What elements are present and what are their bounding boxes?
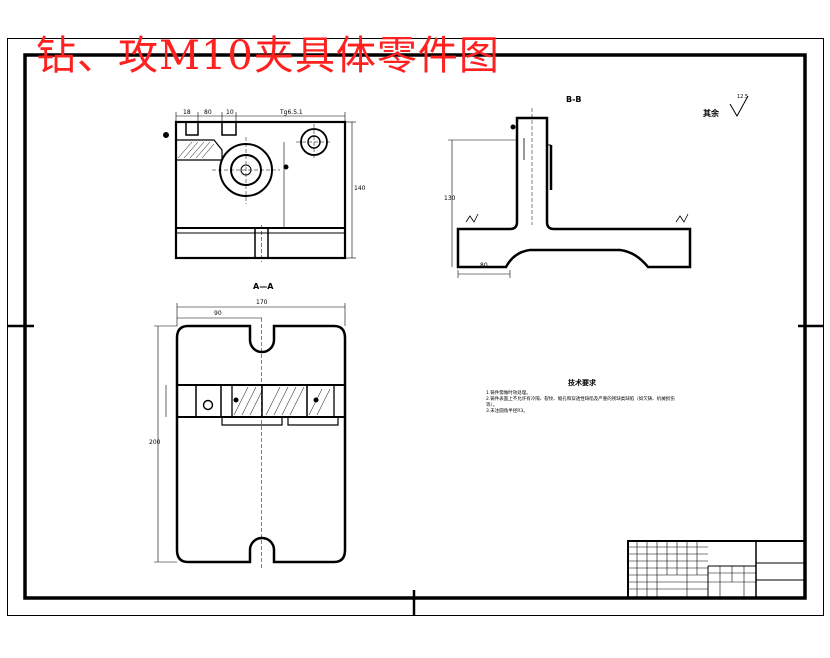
title-block xyxy=(627,540,806,599)
tech-note: 2.铸件表面上不允许有冷隔、裂纹、缩孔和穿透性缺陷及严重的残缺类缺陷（如欠铸、机… xyxy=(486,397,675,402)
roughness-rest-value: 12.5 xyxy=(737,94,749,100)
dim-aa-width-mid: 90 xyxy=(214,310,222,317)
tech-requirements-title: 技术要求 xyxy=(568,379,596,387)
centering-marks xyxy=(8,324,823,615)
dim-right-height: 140 xyxy=(354,185,366,192)
outer-frame xyxy=(7,38,824,616)
view-section-aa xyxy=(154,303,347,570)
dim-top-left-a: 18 xyxy=(183,109,191,116)
dim-aa-width-total: 170 xyxy=(256,299,268,306)
view-section-bb xyxy=(448,108,692,278)
inner-border xyxy=(23,53,807,600)
dim-top-left-b: 80 xyxy=(204,109,212,116)
dim-bb-left-width: 80 xyxy=(480,262,488,269)
tech-note: 1.铸件需做时效处理。 xyxy=(486,391,531,396)
section-aa-label: A—A xyxy=(253,282,274,291)
tech-note: 3.未注圆角半径R3。 xyxy=(486,409,528,414)
drawing-title: 钻、攻M10夹具体零件图 xyxy=(36,33,500,79)
tech-note: 等）。 xyxy=(486,403,498,408)
section-bb-label: B-B xyxy=(566,95,582,104)
roughness-symbol xyxy=(729,95,749,118)
roughness-rest-label: 其余 xyxy=(703,109,719,118)
dim-aa-left-height: 200 xyxy=(149,439,161,446)
view-top-left xyxy=(163,112,356,262)
dim-bb-left-height: 130 xyxy=(444,195,456,202)
dim-top-left-c: 10 xyxy=(226,109,234,116)
dim-top-right: Tg6.5.1 xyxy=(280,109,303,116)
